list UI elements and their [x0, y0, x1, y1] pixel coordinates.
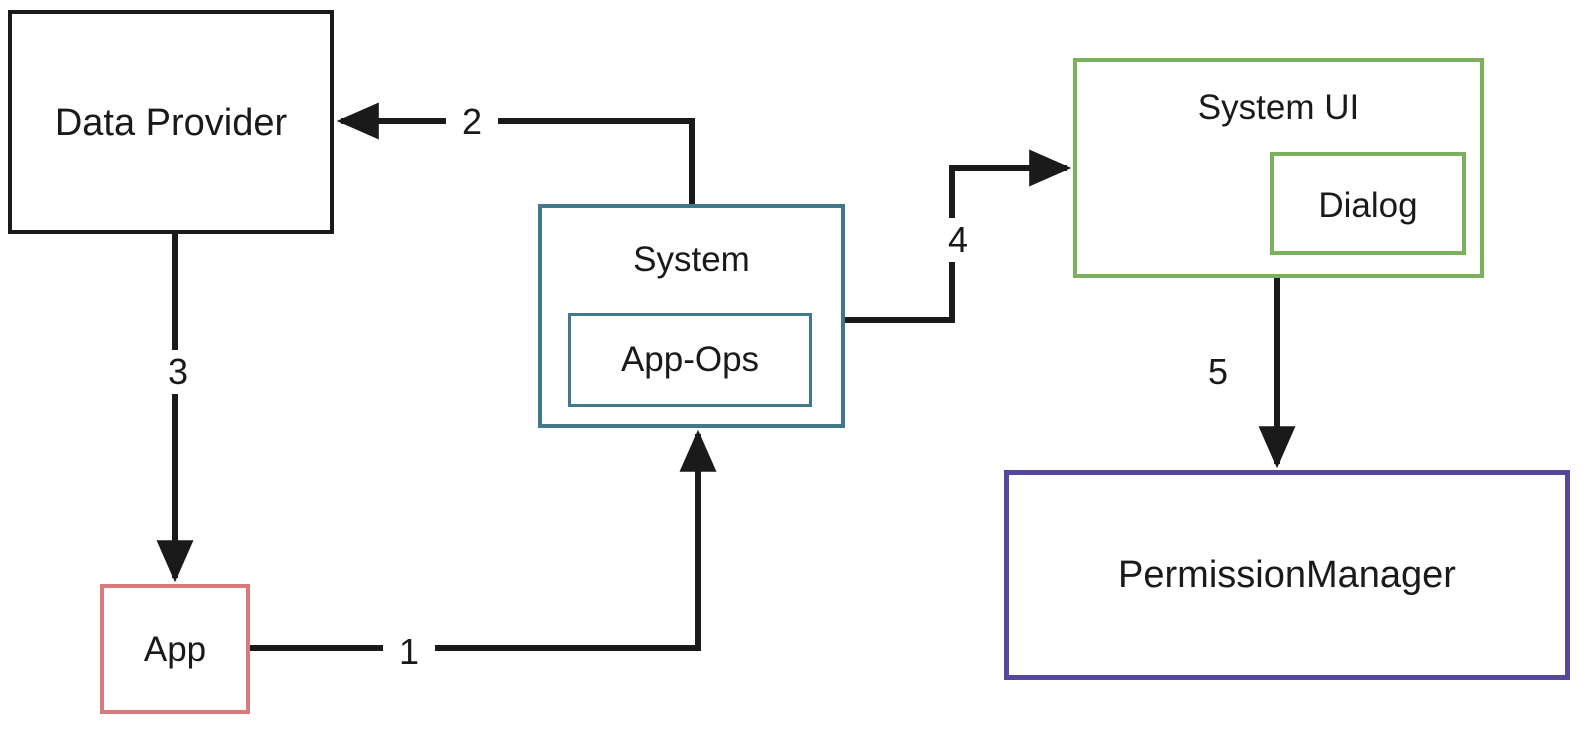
- edge-4-label: 4: [932, 218, 984, 262]
- edge-1-path: [250, 429, 717, 651]
- node-system-ui-label: System UI: [1197, 88, 1360, 127]
- node-app-label: App: [143, 630, 207, 669]
- edge-1-label: 1: [383, 632, 435, 672]
- edge-2-path: [336, 102, 695, 204]
- node-data-provider[interactable]: [8, 10, 334, 234]
- node-app[interactable]: [100, 584, 250, 714]
- node-app-ops-label: App-Ops: [620, 340, 760, 379]
- node-permission-manager-label: PermissionManager: [1118, 554, 1456, 596]
- node-dialog[interactable]: [1270, 152, 1466, 255]
- edge-3-label: 3: [152, 350, 204, 394]
- edge-2-label: 2: [446, 102, 498, 142]
- node-dialog-label: Dialog: [1318, 186, 1418, 225]
- node-data-provider-label: Data Provider: [54, 102, 288, 144]
- node-permission-manager[interactable]: [1004, 470, 1570, 680]
- node-app-ops[interactable]: [568, 313, 812, 407]
- node-system-label: System: [633, 240, 750, 279]
- edge-5-label: 5: [1192, 350, 1244, 394]
